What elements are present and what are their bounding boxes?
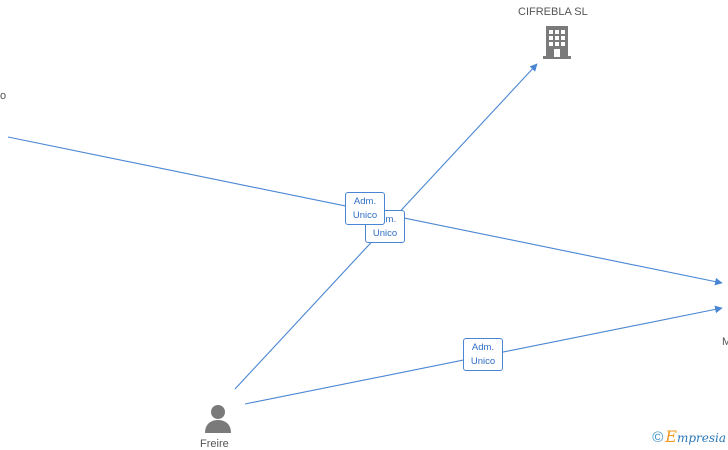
edge-label-line2: Unico xyxy=(372,228,398,239)
person-icon[interactable] xyxy=(203,403,233,433)
edge-label-person-right[interactable]: Adm. Unico xyxy=(463,338,503,371)
left-node-label[interactable]: o xyxy=(0,90,7,102)
copyright-icon: © xyxy=(652,429,664,446)
edge-label-line1: Adm. xyxy=(373,214,397,225)
brand-watermark: ©Empresia xyxy=(652,427,726,446)
brand-e-letter: E xyxy=(665,427,677,446)
brand-name: mpresia xyxy=(676,431,726,445)
company-label[interactable]: CIFREBLA SL xyxy=(518,6,588,18)
person-label[interactable]: Freire xyxy=(200,438,229,450)
edge-label-line1: Adm. xyxy=(471,342,495,353)
edge-label-line2: Unico xyxy=(470,356,496,367)
right-node-label[interactable]: M xyxy=(722,336,728,348)
edge-label-line1: Adm. xyxy=(353,196,377,207)
building-icon[interactable] xyxy=(541,24,573,60)
edge-label-line2: Unico xyxy=(352,210,378,221)
edge-label-left-right[interactable]: Adm. Unico xyxy=(345,192,385,225)
